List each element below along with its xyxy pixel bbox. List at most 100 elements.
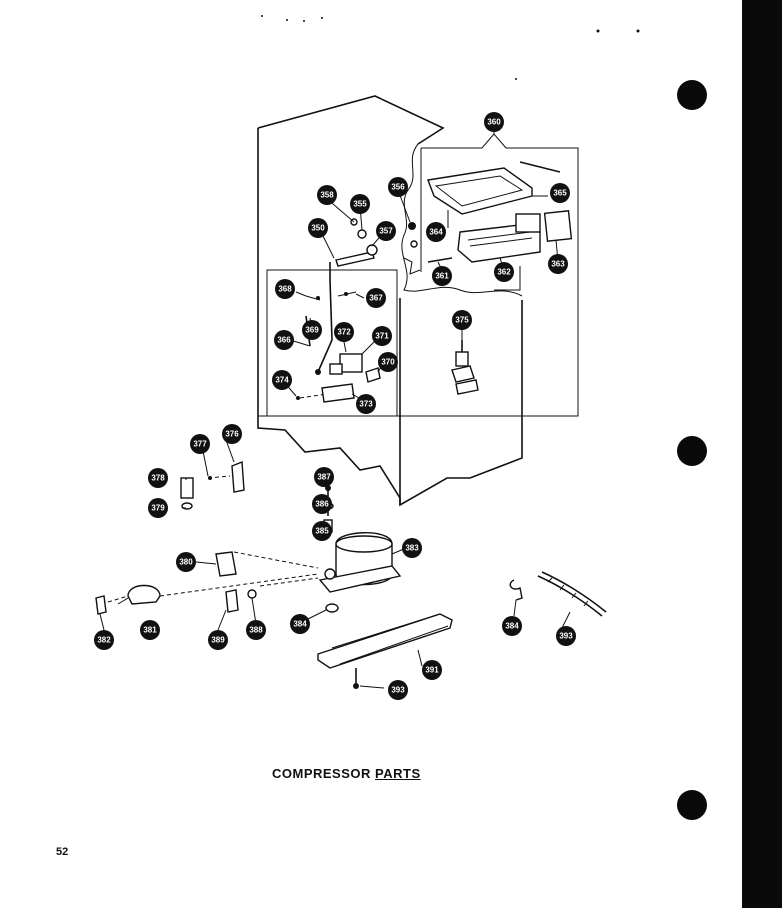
callout-390: 383 (402, 538, 422, 558)
svg-text:383: 383 (405, 544, 419, 553)
valve-assembly-box (266, 269, 398, 417)
callout-366: 366 (274, 330, 294, 350)
callout-374: 374 (272, 370, 292, 390)
svg-text:386: 386 (315, 500, 329, 509)
svg-text:384: 384 (293, 620, 307, 629)
svg-text:364: 364 (429, 228, 443, 237)
binder-hole-bottom (677, 790, 707, 820)
callout-375: 375 (452, 310, 472, 330)
svg-text:370: 370 (381, 358, 395, 367)
callout-364: 364 (426, 222, 446, 242)
svg-text:366: 366 (277, 336, 291, 345)
svg-text:363: 363 (551, 260, 565, 269)
page-number: 52 (56, 846, 69, 858)
callout-357: 357 (376, 221, 396, 241)
svg-text:391: 391 (425, 666, 439, 675)
callout-378: 378 (148, 468, 168, 488)
svg-text:379: 379 (151, 504, 165, 513)
right-side-parts (509, 571, 607, 617)
callout-367: 367 (366, 288, 386, 308)
svg-text:384: 384 (505, 622, 519, 631)
caption-word-parts: PARTS (375, 766, 421, 781)
binder-hole-middle (677, 436, 707, 466)
electrical-parts (95, 551, 319, 615)
ice-maker (457, 213, 541, 263)
callout-360: 360 (484, 112, 504, 132)
svg-text:388: 388 (249, 626, 263, 635)
svg-text:378: 378 (151, 474, 165, 483)
callout-358: 358 (317, 185, 337, 205)
svg-text:376: 376 (225, 430, 239, 439)
svg-text:360: 360 (487, 118, 501, 127)
svg-text:356: 356 (391, 183, 405, 192)
callout-370: 370 (378, 352, 398, 372)
callout-379: 379 (148, 498, 168, 518)
instruction-card (543, 210, 573, 242)
callout-350: 350 (308, 218, 328, 238)
callout-355: 355 (350, 194, 370, 214)
svg-text:372: 372 (337, 328, 351, 337)
svg-text:355: 355 (353, 200, 367, 209)
svg-text:368: 368 (278, 285, 292, 294)
callout-393-right: 393 (556, 626, 576, 646)
lower-left-parts (180, 460, 245, 510)
callout-369: 369 (302, 320, 322, 340)
svg-text:361: 361 (435, 272, 449, 281)
svg-text:393: 393 (559, 632, 573, 641)
callout-381: 381 (140, 620, 160, 640)
callout-389: 389 (208, 630, 228, 650)
water-valve (296, 291, 381, 403)
svg-text:350: 350 (311, 224, 325, 233)
ice-bucket (427, 161, 561, 215)
base-plate (317, 613, 453, 689)
svg-text:385: 385 (315, 527, 329, 536)
callout-362: 362 (494, 262, 514, 282)
callout-365: 365 (550, 183, 570, 203)
svg-text:393: 393 (391, 686, 405, 695)
callout-371: 371 (372, 326, 392, 346)
callout-388: 388 (246, 620, 266, 640)
svg-text:362: 362 (497, 268, 511, 277)
svg-text:389: 389 (211, 636, 225, 645)
callout-387: 387 (314, 467, 334, 487)
svg-text:369: 369 (305, 326, 319, 335)
svg-text:375: 375 (455, 316, 469, 325)
callout-363: 363 (548, 254, 568, 274)
svg-text:367: 367 (369, 294, 383, 303)
callout-382: 382 (94, 630, 114, 650)
fill-tube-parts (451, 340, 479, 395)
callout-361: 361 (432, 266, 452, 286)
svg-text:371: 371 (375, 332, 389, 341)
callout-384-left: 384 (290, 614, 310, 634)
svg-text:380: 380 (179, 558, 193, 567)
svg-text:381: 381 (143, 626, 157, 635)
icemaker-kit-box (258, 133, 579, 417)
svg-text:365: 365 (553, 189, 567, 198)
callout-356: 356 (388, 177, 408, 197)
scan-specks (261, 15, 640, 80)
callout-386: 386 (312, 494, 332, 514)
callout-391: 391 (422, 660, 442, 680)
svg-text:377: 377 (193, 440, 207, 449)
cabinet-outline (257, 95, 523, 507)
svg-text:373: 373 (359, 400, 373, 409)
svg-text:382: 382 (97, 636, 111, 645)
binder-hole-top (677, 80, 707, 110)
callout-373: 373 (356, 394, 376, 414)
callout-377: 377 (190, 434, 210, 454)
callout-372: 372 (334, 322, 354, 342)
callout-380: 380 (176, 552, 196, 572)
caption-word-compressor: COMPRESSOR (272, 766, 376, 781)
callout-368: 368 (275, 279, 295, 299)
diagram-caption: COMPRESSOR PARTS (272, 766, 421, 781)
svg-text:387: 387 (317, 473, 331, 482)
compressor (318, 485, 402, 613)
svg-text:358: 358 (320, 191, 334, 200)
callout-393-bottom: 393 (388, 680, 408, 700)
callout-376: 376 (222, 424, 242, 444)
svg-text:357: 357 (379, 227, 393, 236)
svg-text:374: 374 (275, 376, 289, 385)
leader-lines (99, 124, 571, 689)
